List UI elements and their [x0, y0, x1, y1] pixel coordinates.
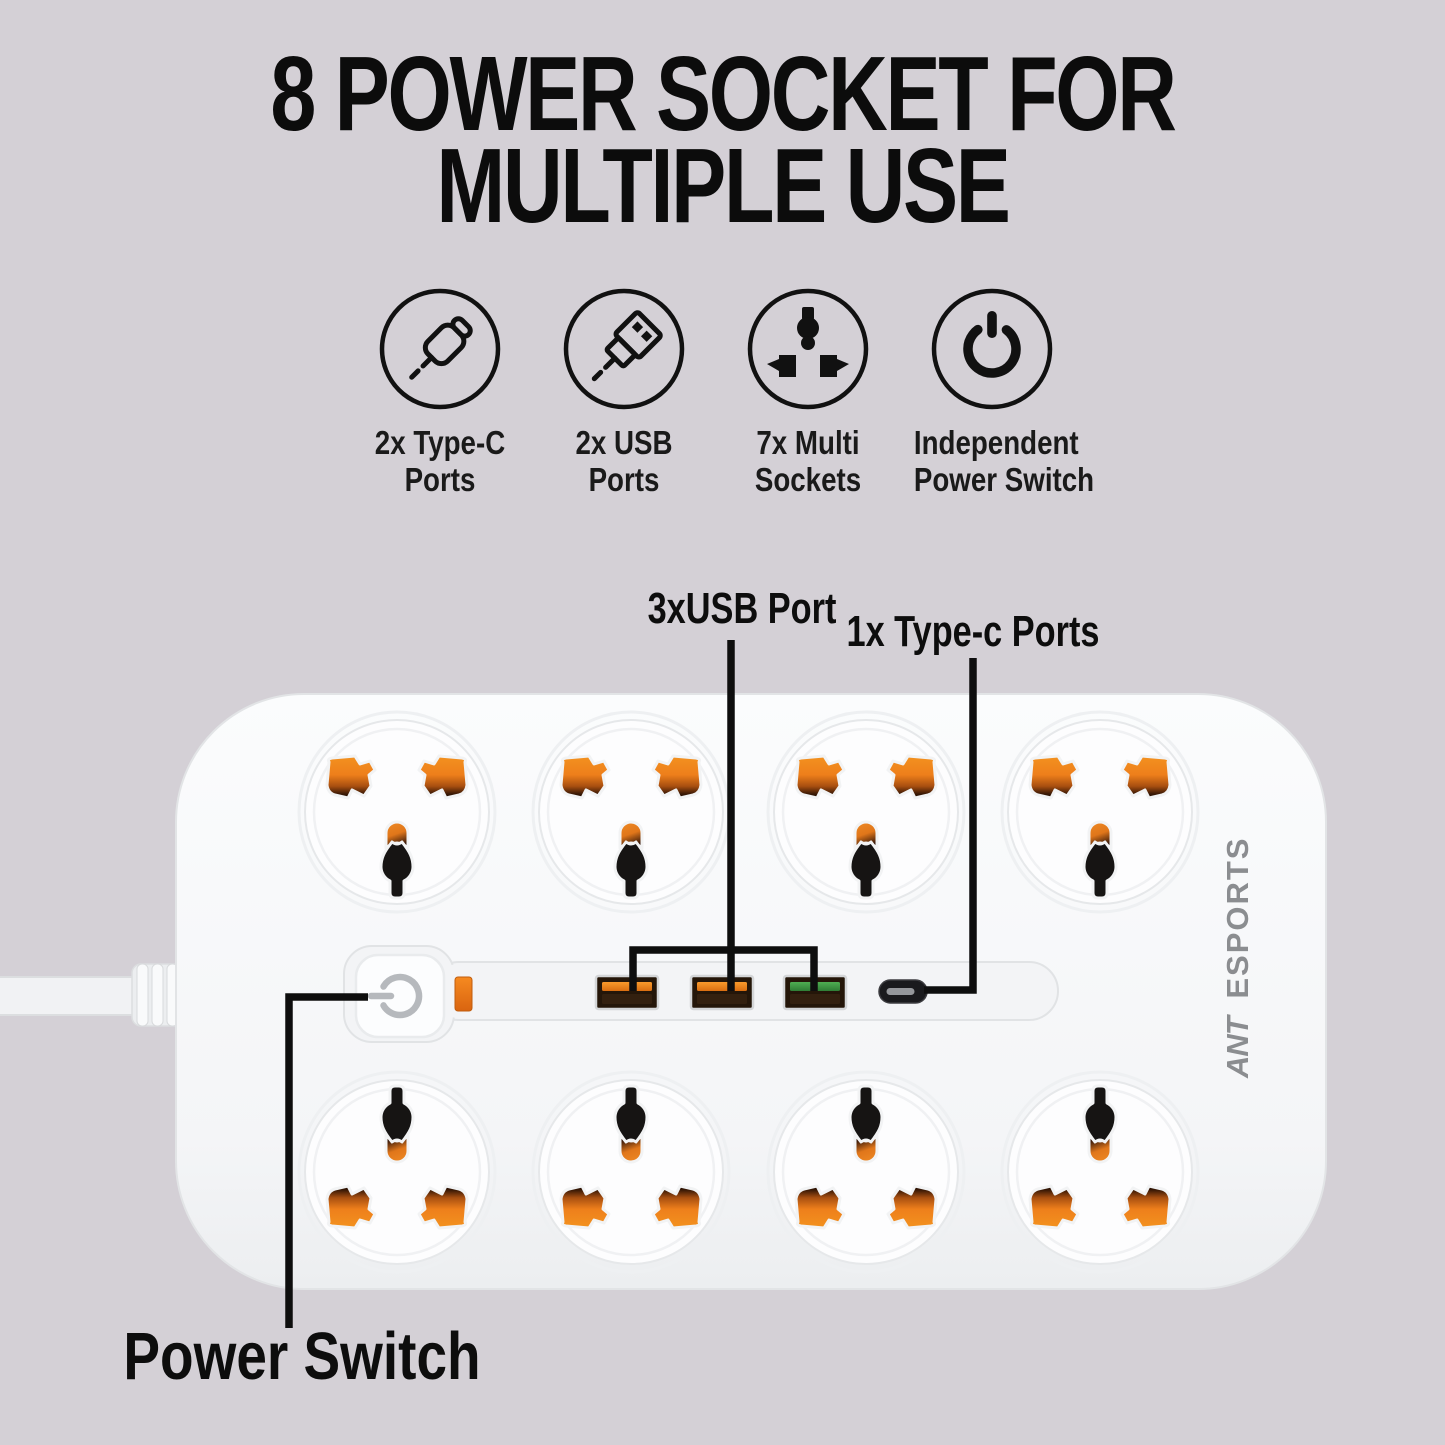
feature-label: Ports: [404, 461, 476, 498]
socket: [299, 1072, 495, 1272]
socket: [768, 712, 964, 912]
brand-logo: ANT ESPORTS: [1220, 837, 1255, 1080]
socket: [1002, 712, 1198, 912]
socket: [533, 712, 729, 912]
feature-label: 2x USB: [575, 424, 673, 461]
usb-port-2: [689, 974, 755, 1011]
feature-label: Sockets: [754, 461, 862, 498]
page-title-line1: 8 POWER SOCKET FOR: [270, 35, 1177, 153]
power-switch-callout-label: Power Switch: [123, 1319, 481, 1394]
usb-callout-label: 3xUSB Port: [647, 584, 837, 633]
power-button-icon: [367, 973, 423, 1019]
type-c-cable-icon: [379, 288, 501, 410]
feature-label: Power Switch: [913, 461, 1095, 498]
feature-label: 2x Type-C: [374, 424, 506, 461]
usb-port-1: [594, 974, 660, 1011]
power-switch-icon: [931, 288, 1053, 410]
socket: [533, 1072, 729, 1272]
usb-callout-line: [629, 640, 818, 991]
feature-label: Ports: [588, 461, 660, 498]
feature-multi-socket: 7x Multi Sockets: [715, 287, 901, 498]
multi-socket-icon: [747, 288, 869, 410]
socket: [768, 1072, 964, 1272]
type-c-callout-label: 1x Type-c Ports: [846, 607, 1100, 656]
led-indicator: [454, 976, 473, 1012]
brand-logo-esports: ESPORTS: [1220, 837, 1255, 999]
power-cable: [0, 963, 191, 1027]
page-title: 8 POWER SOCKET FOR MULTIPLE USE: [159, 35, 1286, 246]
feature-power-switch: Independent Power Switch: [899, 287, 1095, 498]
feature-label: Independent: [913, 424, 1079, 461]
brand-logo-ant: ANT: [1220, 1013, 1255, 1079]
feature-type-c: 2x Type-C Ports: [347, 287, 533, 498]
feature-label: 7x Multi: [756, 424, 860, 461]
usb-cable-icon: [563, 288, 685, 410]
feature-usb: 2x USB Ports: [531, 287, 717, 498]
type-c-port: [878, 979, 928, 1004]
power-switch-callout-line: [285, 993, 368, 1328]
socket: [1002, 1072, 1198, 1272]
power-button: [354, 953, 446, 1039]
socket: [299, 712, 495, 912]
page-title-line2: MULTIPLE USE: [436, 127, 1010, 246]
callout-lines: [285, 640, 977, 1328]
type-c-callout-line: [924, 658, 977, 994]
